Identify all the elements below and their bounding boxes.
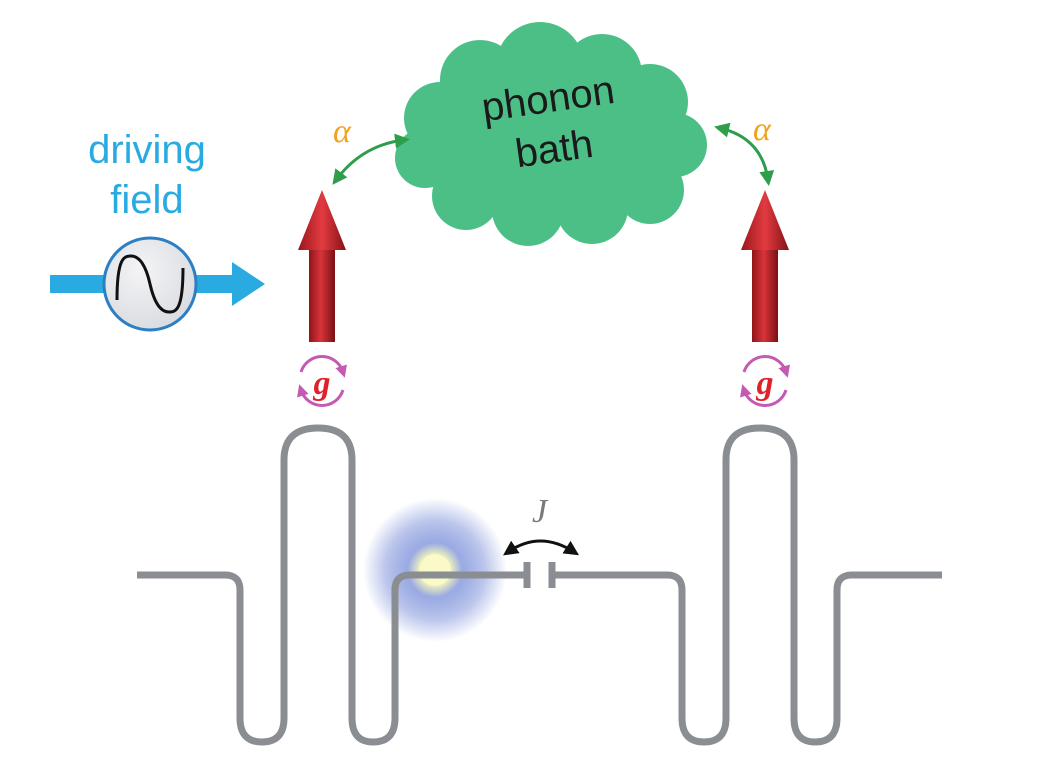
sine-wave-generator-icon <box>102 236 198 332</box>
alpha-coupling-arrow-left <box>332 133 410 185</box>
g-label-left: g <box>313 365 331 402</box>
phonon-bath-label-line2: bath <box>513 122 596 176</box>
waveguide-right-segment <box>552 424 942 746</box>
spin-arrow-right <box>741 190 789 342</box>
phonon-bath-cloud <box>395 22 707 246</box>
J-coupling-arrow <box>503 539 580 556</box>
photon-glow <box>363 498 507 642</box>
alpha-label-right: α <box>753 111 772 148</box>
waveguide-left-segment <box>137 424 527 746</box>
waveguide <box>137 424 942 746</box>
g-coupling-left <box>297 355 347 407</box>
waveguide-overlay <box>391 571 527 640</box>
g-coupling-right <box>740 355 790 407</box>
g-label-right: g <box>756 365 774 402</box>
spin-arrow-left <box>298 190 346 342</box>
driving-field-label-line1: driving <box>88 128 206 172</box>
alpha-label-left: α <box>333 113 352 150</box>
alpha-coupling-arrow-right <box>714 122 775 186</box>
J-label: J <box>532 493 549 530</box>
driving-field-label-line2: field <box>110 178 183 222</box>
